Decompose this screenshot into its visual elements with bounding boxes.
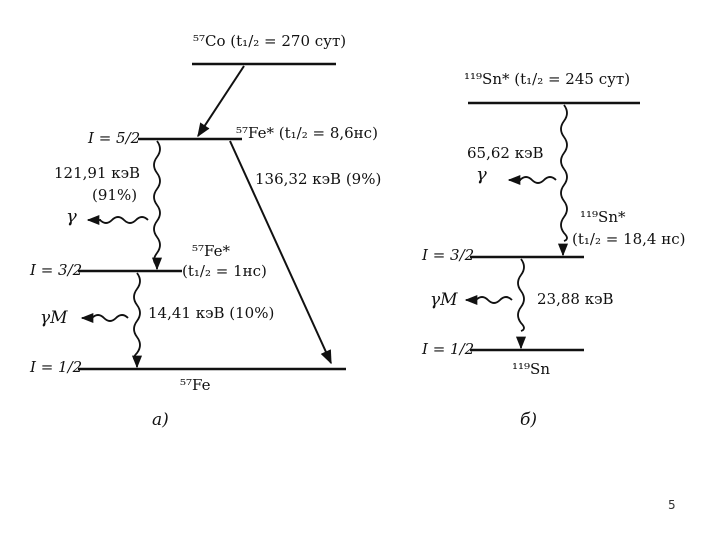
gamma-emission-b: [519, 176, 557, 184]
wavy-121kev: [153, 140, 161, 266]
label-gamma-a: γ: [66, 206, 77, 227]
label-fe57-mid: ⁵⁷Fe*: [192, 242, 230, 260]
caption-a: а): [152, 410, 169, 430]
label-level-32-b: I = 3/2: [422, 246, 475, 264]
label-136kev: 136,32 кэВ (9%): [255, 170, 382, 188]
label-fe57-mid-halflife: (t₁/₂ = 1нс): [182, 262, 267, 280]
label-121kev-energy: 121,91 кэВ: [54, 164, 141, 182]
label-fe57-ground: ⁵⁷Fe: [180, 376, 211, 394]
label-level-52-a: I = 5/2: [88, 129, 141, 147]
caption-b: б): [520, 410, 538, 430]
label-level-32-a: I = 3/2: [30, 261, 83, 279]
label-co57: ⁵⁷Co (t₁/₂ = 270 сут): [193, 32, 347, 50]
gamma-emission-a: [99, 216, 149, 224]
label-fe57-excited: ⁵⁷Fe* (t₁/₂ = 8,6нс): [236, 124, 378, 142]
label-23kev: 23,88 кэВ: [537, 290, 614, 308]
arrow-136kev: [229, 140, 332, 365]
label-level-12-a: I = 1/2: [30, 358, 83, 376]
label-sn119-excited: ¹¹⁹Sn*: [580, 208, 626, 226]
wavy-14kev: [133, 272, 141, 362]
label-gamma-b: γ: [476, 164, 487, 185]
label-sn119-ground: ¹¹⁹Sn: [512, 360, 550, 378]
wavy-65kev: [560, 104, 568, 242]
label-gammam-a: γM: [40, 308, 68, 328]
page-number: 5: [668, 498, 676, 512]
label-gammam-b: γM: [430, 290, 458, 310]
label-level-12-b: I = 1/2: [422, 340, 475, 358]
label-sn119-halflife: (t₁/₂ = 18,4 нс): [572, 230, 686, 248]
label-sn119-parent: ¹¹⁹Sn* (t₁/₂ = 245 сут): [464, 70, 631, 88]
wavy-23kev: [517, 258, 525, 332]
label-14kev: 14,41 кэВ (10%): [148, 304, 275, 322]
label-121kev-pct: (91%): [92, 186, 138, 204]
gammam-emission-b: [475, 296, 513, 304]
gammam-emission-a: [91, 314, 129, 322]
label-65kev: 65,62 кэВ: [467, 144, 544, 162]
arrow-ec: [197, 65, 245, 138]
